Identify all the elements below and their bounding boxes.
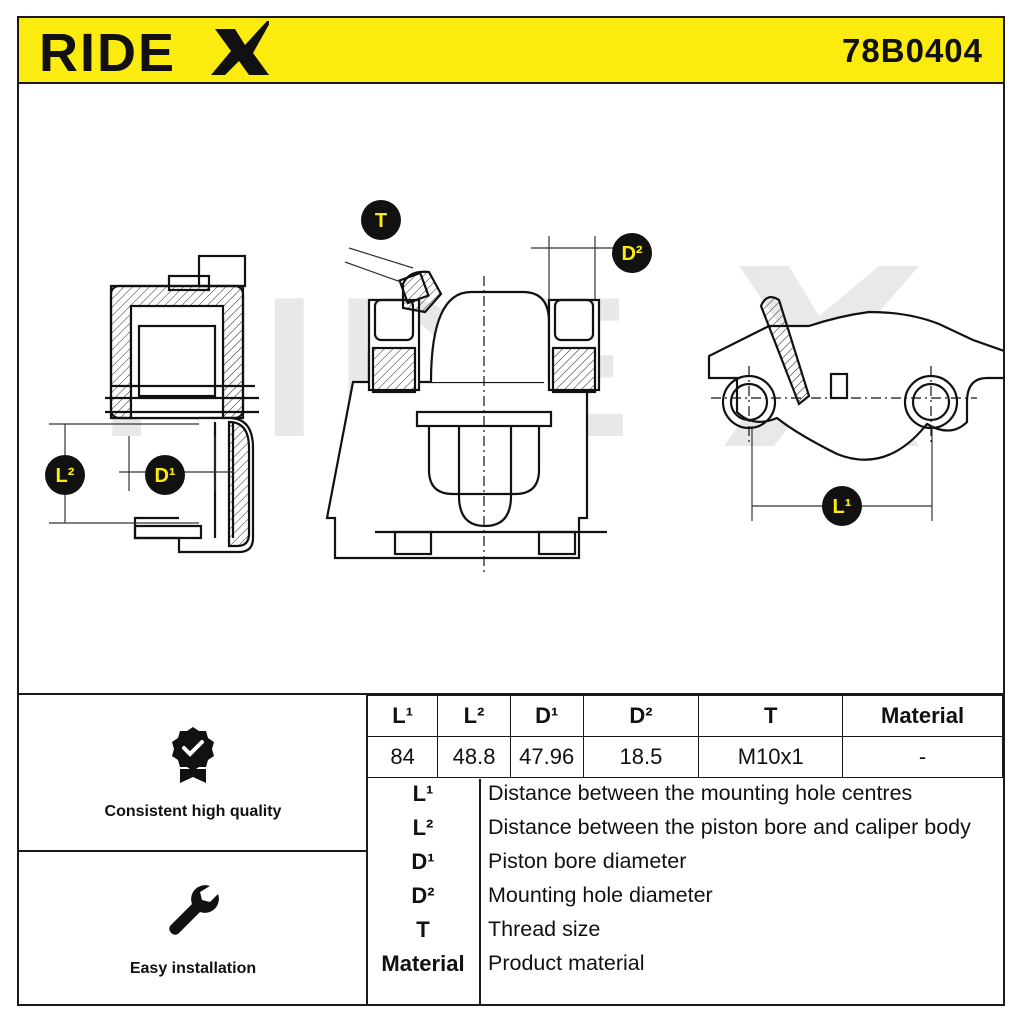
feature-label: Consistent high quality — [104, 803, 282, 820]
label-L1: L¹ — [822, 486, 862, 526]
label-L2: L² — [45, 455, 85, 495]
legend-description: Distance between the mounting hole centr… — [488, 781, 913, 805]
spec-header-cell: D² — [582, 695, 700, 737]
quality-badge-icon — [172, 727, 214, 783]
dimension-lines-center — [344, 236, 613, 300]
caliper-front-view — [325, 270, 607, 576]
legend-description: Mounting hole diameter — [488, 883, 713, 907]
spec-table-values: 84 48.8 47.96 18.5 M10x1 - — [366, 736, 1003, 778]
spec-value-cell: M10x1 — [698, 736, 844, 778]
caliper-top-view — [707, 296, 1003, 461]
caliper-side-section — [105, 254, 259, 554]
legend-description: Piston bore diameter — [488, 849, 687, 873]
feature-label: Easy installation — [129, 960, 257, 977]
section-divider — [366, 695, 368, 1004]
part-number: 78B0404 — [842, 32, 983, 69]
legend-row: L¹ Distance between the mounting hole ce… — [367, 781, 1003, 815]
feature-installation: Easy installation — [19, 852, 367, 1004]
legend-row: D² Mounting hole diameter — [367, 883, 1003, 917]
legend-description: Distance between the piston bore and cal… — [488, 815, 971, 839]
wrench-icon — [169, 885, 219, 935]
spec-value-cell: - — [842, 736, 1003, 778]
legend-row: Material Product material — [367, 951, 1003, 985]
svg-text:T: T — [375, 210, 387, 232]
svg-text:L¹: L¹ — [833, 496, 852, 518]
bottom-section: Consistent high quality Easy installatio… — [19, 693, 1003, 1004]
svg-text:D²: D² — [621, 243, 642, 265]
spec-value-cell: 47.96 — [509, 736, 584, 778]
legend-key: D¹ — [411, 849, 435, 874]
spec-value-cell: 18.5 — [582, 736, 700, 778]
legend-row: T Thread size — [367, 917, 1003, 951]
legend-key: T — [416, 917, 430, 942]
spec-value-cell: 48.8 — [437, 736, 511, 778]
spec-header-cell: L² — [437, 695, 511, 737]
spec-table-header: L¹ L² D¹ D² T Material — [366, 695, 1003, 737]
spec-header-cell: Material — [842, 695, 1003, 737]
legend: L¹ Distance between the mounting hole ce… — [367, 779, 1003, 1004]
spec-header-cell: L¹ — [366, 695, 439, 737]
legend-row: L² Distance between the piston bore and … — [367, 815, 1003, 849]
spec-header-cell: D¹ — [509, 695, 584, 737]
legend-key: L¹ — [412, 781, 434, 806]
spec-header-cell: T — [698, 695, 844, 737]
svg-text:L²: L² — [56, 465, 75, 487]
legend-key: L² — [412, 815, 434, 840]
legend-description: Thread size — [488, 917, 601, 941]
label-T: T — [361, 200, 401, 240]
spec-value-cell: 84 — [366, 736, 439, 778]
feature-quality: Consistent high quality — [19, 695, 367, 852]
label-D2: D² — [612, 233, 652, 273]
svg-text:D¹: D¹ — [154, 465, 175, 487]
page-frame — [17, 16, 1005, 1006]
legend-key: Material — [381, 951, 465, 976]
legend-description: Product material — [488, 951, 645, 975]
legend-row: D¹ Piston bore diameter — [367, 849, 1003, 883]
svg-text:RIDE: RIDE — [39, 23, 176, 79]
label-D1: D¹ — [145, 455, 185, 495]
legend-divider — [479, 779, 481, 1004]
header-bar: RIDE 78B0404 — [19, 18, 1003, 84]
caliper-drawing: RIDE L² D¹ — [45, 200, 1003, 576]
ridex-logo: RIDE — [39, 21, 269, 79]
legend-key: D² — [411, 883, 435, 908]
spec-table: L¹ L² D¹ D² T Material 84 48.8 47.96 18.… — [366, 695, 1003, 778]
